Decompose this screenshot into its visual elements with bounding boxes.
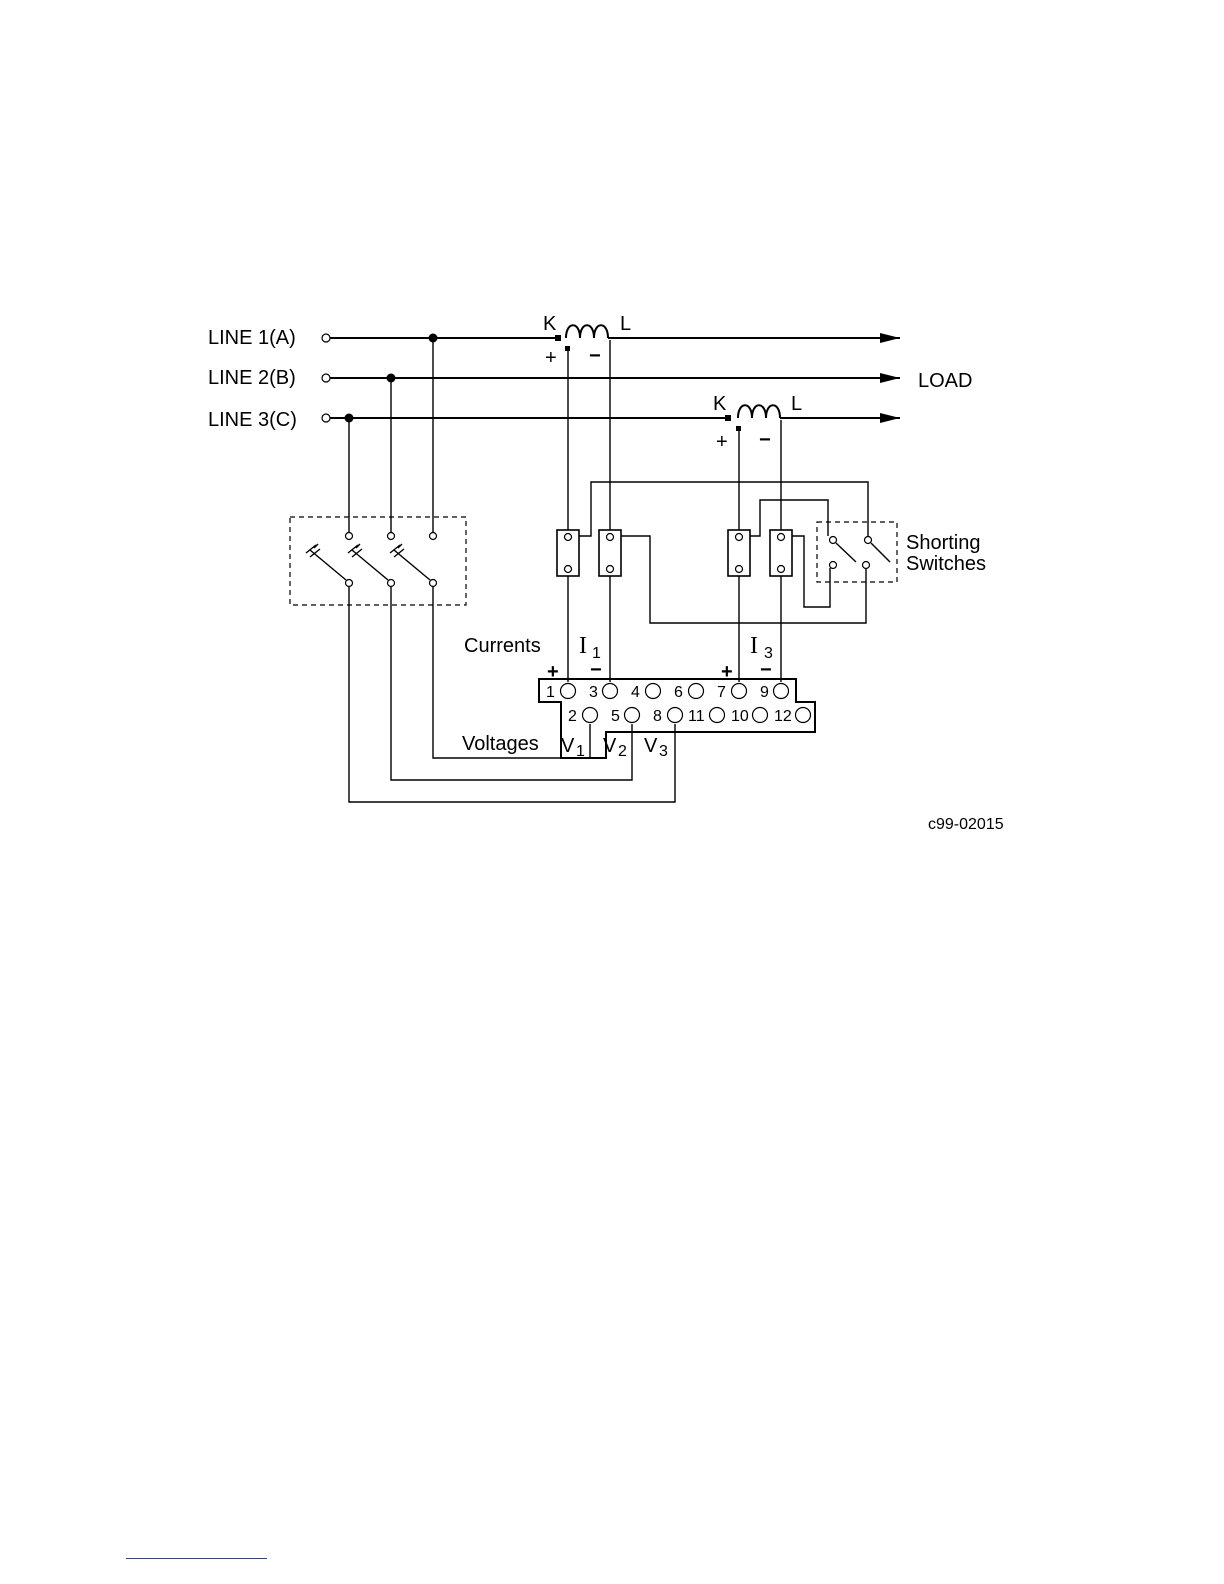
terminal-3: [603, 684, 618, 699]
currents-label: Currents: [464, 635, 541, 657]
v2-symbol: V: [603, 735, 617, 757]
i1-minus: −: [590, 659, 602, 681]
test-block-4: [770, 530, 792, 576]
line-2-conductor: [322, 374, 900, 383]
terminal-10-label: 10: [731, 708, 749, 725]
terminal-1: [561, 684, 576, 699]
line-3-conductor: [322, 405, 900, 422]
i3-minus: −: [760, 659, 772, 681]
terminal-1-label: 1: [546, 684, 555, 701]
terminal-3-label: 3: [589, 684, 598, 701]
terminal-11-label: 11: [688, 708, 705, 725]
voltages-label: Voltages: [462, 733, 539, 755]
ct3-k-label: K: [713, 393, 727, 415]
v3-symbol: V: [644, 735, 658, 757]
terminal-6: [689, 684, 704, 699]
ct3-plus-label: +: [716, 431, 728, 453]
line-3-label: LINE 3(C): [208, 409, 297, 431]
voltage-disconnect-switches: [290, 517, 466, 605]
shorting-label-line2: Switches: [906, 553, 986, 575]
ct3-minus-label: −: [759, 429, 771, 451]
i3-symbol: I: [750, 633, 758, 659]
terminal-6-label: 6: [674, 684, 683, 701]
terminal-4: [646, 684, 661, 699]
line-1-label: LINE 1(A): [208, 327, 296, 349]
footnote-rule: [126, 1558, 267, 1559]
terminal-10: [753, 708, 768, 723]
terminal-7-label: 7: [717, 684, 726, 701]
terminal-2: [583, 708, 598, 723]
v1-subscript: 1: [576, 743, 585, 760]
figure-id: c99-02015: [928, 816, 1004, 833]
terminal-9: [774, 684, 789, 699]
test-block-3: [728, 530, 750, 576]
shorting-label-line1: Shorting: [906, 532, 981, 554]
terminal-8-label: 8: [653, 708, 662, 725]
v1-symbol: V: [561, 735, 575, 757]
load-label: LOAD: [918, 370, 972, 392]
terminal-2-label: 2: [568, 708, 577, 725]
ct-secondary-wiring: [565, 340, 868, 682]
v2-subscript: 2: [618, 743, 627, 760]
terminal-12-label: 12: [774, 708, 792, 725]
ct3-l-label: L: [791, 393, 802, 415]
terminal-5: [625, 708, 640, 723]
terminal-5-label: 5: [611, 708, 620, 725]
terminal-12: [796, 708, 811, 723]
i1-symbol: I: [579, 633, 587, 659]
line-1-conductor: [322, 325, 900, 342]
ct1-plus-label: +: [545, 347, 557, 369]
terminal-11: [710, 708, 725, 723]
terminal-4-label: 4: [631, 684, 640, 701]
terminal-9-label: 9: [760, 684, 769, 701]
ct1-k-label: K: [543, 313, 557, 335]
terminal-8: [668, 708, 683, 723]
line-2-label: LINE 2(B): [208, 367, 296, 389]
v3-subscript: 3: [659, 743, 668, 760]
test-block-2: [599, 530, 621, 576]
shorting-switches: [817, 522, 897, 582]
test-block-1: [557, 530, 579, 576]
ct1-minus-label: −: [589, 345, 601, 367]
terminal-7: [732, 684, 747, 699]
ct1-l-label: L: [620, 313, 631, 335]
